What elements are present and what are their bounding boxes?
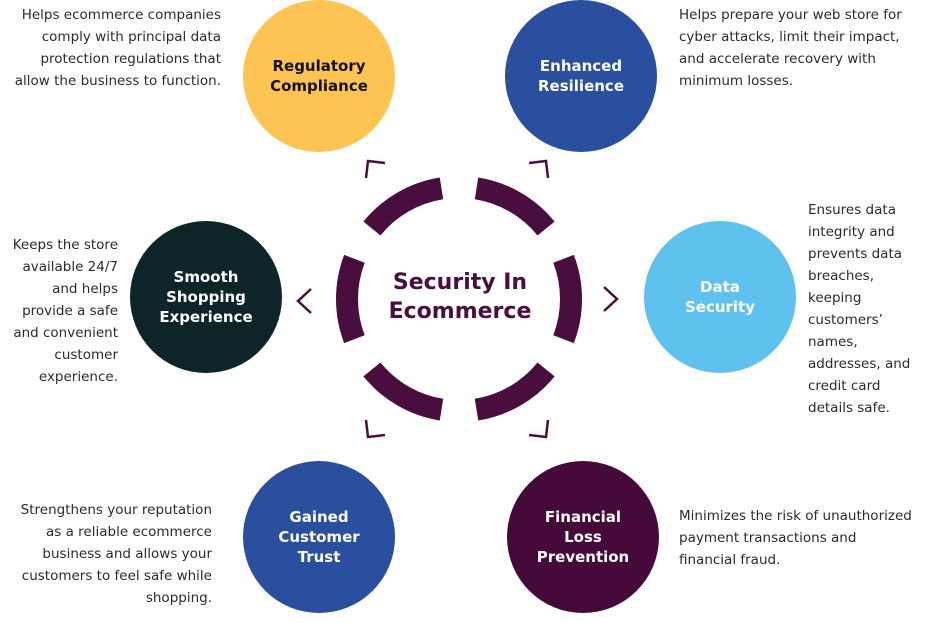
ring-segment [363,362,444,421]
ring-segments [336,177,582,421]
ring-brackets [296,159,619,439]
financial-loss-prevention-circle: Financial Loss Prevention [507,461,659,613]
financial-loss-prevention-description: Minimizes the risk of unauthorized payme… [679,508,912,568]
bracket-top-right [528,159,550,179]
smooth-shopping-experience-label: Smooth Shopping Experience [159,268,253,326]
bracket-top-left [364,159,386,179]
ring-segment [474,362,555,421]
center-title: Security In Ecommerce [388,270,532,324]
enhanced-resilience-circle: Enhanced Resilience [505,0,657,152]
data-security-label: Data Security [684,278,756,316]
chevron-right-icon [603,286,619,312]
gained-customer-trust-description: Strengthens your reputation as a reliabl… [20,502,212,606]
enhanced-resilience-description: Helps prepare your web store for cyber a… [679,7,902,89]
chevron-left-icon [296,288,312,314]
financial-loss-prevention-label: Financial Loss Prevention [536,508,630,566]
bracket-bottom-right [528,419,550,439]
ring-segment [474,177,555,236]
smooth-shopping-experience-circle: Smooth Shopping Experience [130,221,282,373]
regulatory-compliance-label: Regulatory Compliance [270,57,368,95]
enhanced-resilience-label: Enhanced Resilience [538,57,624,95]
smooth-shopping-experience-description: Keeps the store available 24/7 and helps… [12,237,118,385]
ring-segment [553,254,582,344]
data-security-circle: Data Security [644,221,796,373]
gained-customer-trust-label: Gained Customer Trust [278,508,360,566]
bracket-bottom-left [364,419,386,439]
ring-segment [363,177,444,236]
regulatory-compliance-circle: Regulatory Compliance [243,0,395,152]
data-security-description: Ensures data integrity and prevents data… [808,202,911,416]
regulatory-compliance-description: Helps ecommerce companies comply with pr… [14,7,221,89]
gained-customer-trust-circle: Gained Customer Trust [243,461,395,613]
ring-segment [336,254,365,344]
